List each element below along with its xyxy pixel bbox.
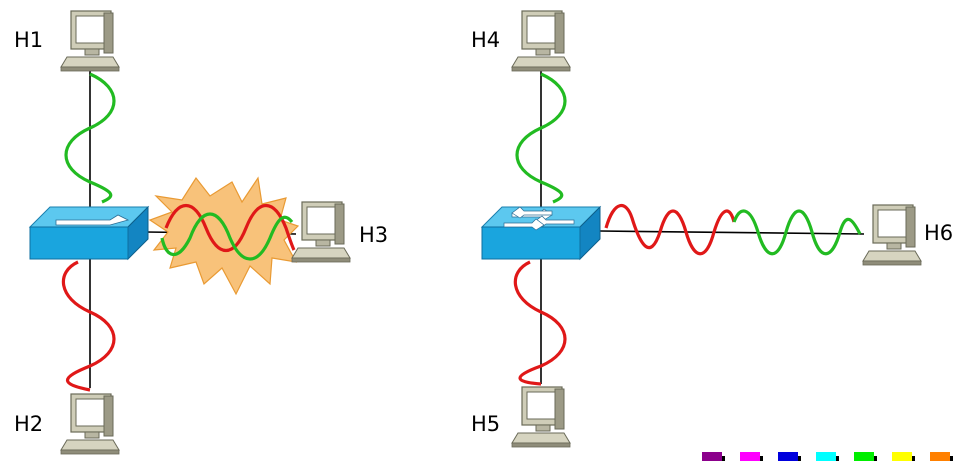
computer-icon-h2 bbox=[60, 393, 120, 455]
red-signal-h6 bbox=[604, 204, 736, 256]
host-label-h2: H2 bbox=[14, 412, 43, 436]
color-palette bbox=[702, 452, 953, 461]
host-label-h4: H4 bbox=[471, 28, 500, 52]
computer-icon-h3 bbox=[291, 201, 351, 263]
green-signal-h4 bbox=[515, 72, 567, 204]
link-switch-h6 bbox=[599, 230, 865, 235]
left-topology: H1 H2 H3 bbox=[14, 10, 388, 455]
green-signal-h1 bbox=[64, 72, 116, 204]
computer-icon-h6 bbox=[862, 204, 922, 266]
hub-icon bbox=[29, 206, 149, 260]
palette-swatch bbox=[892, 452, 912, 461]
palette-swatch-shadow bbox=[760, 456, 763, 461]
host-label-h3: H3 bbox=[359, 223, 388, 247]
palette-swatch-shadow bbox=[874, 456, 877, 461]
collision-burst-icon bbox=[148, 176, 300, 296]
right-topology: H4 H5 H6 bbox=[471, 10, 953, 448]
computer-icon-h1 bbox=[60, 10, 120, 72]
computer-icon-h4 bbox=[511, 10, 571, 72]
host-label-h5: H5 bbox=[471, 412, 500, 436]
palette-swatch-shadow bbox=[836, 456, 839, 461]
palette-swatch-shadow bbox=[798, 456, 801, 461]
palette-swatch bbox=[778, 452, 798, 461]
red-signal-h3 bbox=[164, 204, 296, 252]
palette-swatch bbox=[854, 452, 874, 461]
palette-swatch bbox=[930, 452, 950, 461]
palette-swatch-shadow bbox=[722, 456, 725, 461]
red-signal-h2 bbox=[61, 260, 116, 392]
red-signal-h5 bbox=[513, 260, 567, 386]
computer-icon-h5 bbox=[511, 386, 571, 448]
host-label-h6: H6 bbox=[924, 221, 953, 245]
green-signal-h3 bbox=[160, 212, 294, 261]
palette-swatch bbox=[816, 452, 836, 461]
green-signal-h6 bbox=[732, 209, 862, 256]
switch-icon bbox=[481, 206, 601, 260]
palette-swatch bbox=[702, 452, 722, 461]
palette-swatch bbox=[740, 452, 760, 461]
palette-swatch-shadow bbox=[912, 456, 915, 461]
palette-swatch-shadow bbox=[950, 456, 953, 461]
host-label-h1: H1 bbox=[14, 28, 43, 52]
